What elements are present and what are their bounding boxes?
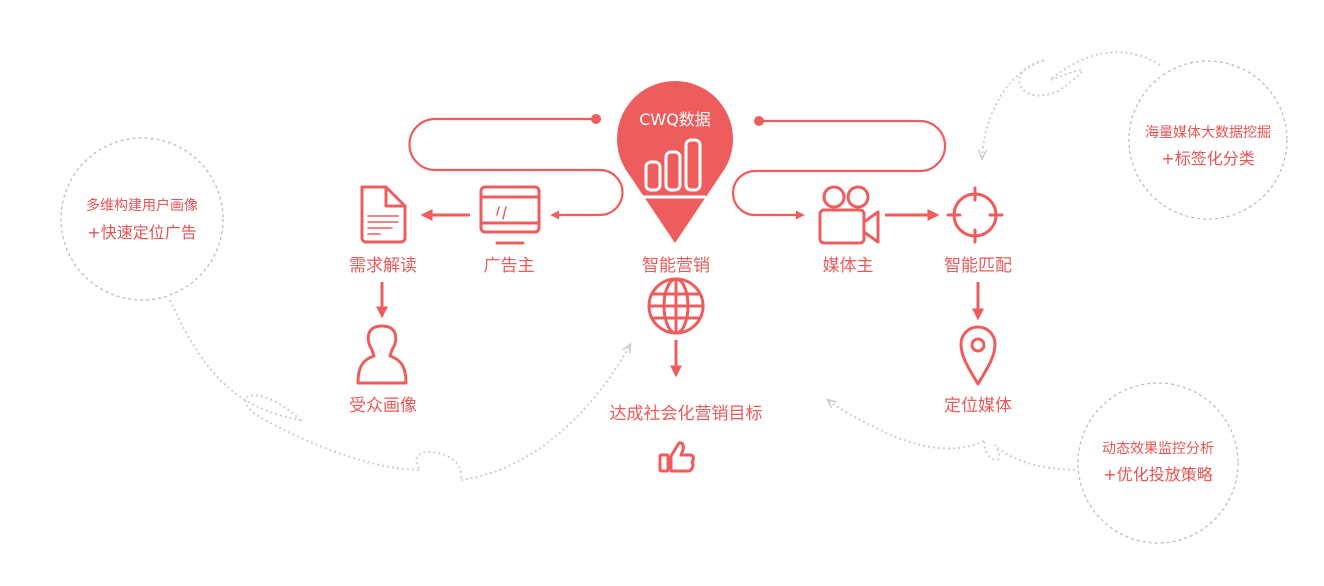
bubble-top-right-line2: +标签化分类 xyxy=(1161,149,1255,168)
monitor-icon xyxy=(479,185,541,245)
location-pin-icon xyxy=(959,325,997,386)
thumbs-up-icon xyxy=(658,441,695,473)
dotted-connectors xyxy=(169,51,1161,482)
label-goal: 达成社会化营销目标 xyxy=(609,404,763,424)
left-track xyxy=(408,114,624,220)
bubble-top-right-line1: 海量媒体大数据挖掘 xyxy=(1145,125,1271,141)
document-icon xyxy=(360,185,407,244)
bubble-left xyxy=(60,137,224,301)
bubble-bottom-right-line1: 动态效果监控分析 xyxy=(1102,441,1214,457)
person-icon xyxy=(356,324,408,385)
bubble-top-right xyxy=(1128,60,1288,220)
label-media-owner: 媒体主 xyxy=(822,256,874,276)
bubble-left-line1: 多维构建用户画像 xyxy=(86,198,198,214)
pin-title: CWQ数据 xyxy=(639,110,711,129)
bubble-left-line2: +快速定位广告 xyxy=(87,223,197,242)
label-advertiser: 广告主 xyxy=(483,256,535,276)
bubble-bottom-right-line2: +优化投放策略 xyxy=(1103,465,1213,484)
video-camera-icon xyxy=(818,185,880,245)
label-demand: 需求解读 xyxy=(349,256,417,276)
bubble-bottom-right xyxy=(1077,382,1239,544)
right-track xyxy=(731,116,947,220)
globe-icon xyxy=(647,277,705,335)
data-pin-icon xyxy=(617,80,733,244)
label-smart-marketing: 智能营销 xyxy=(642,256,710,276)
label-matching: 智能匹配 xyxy=(944,256,1012,276)
label-audience: 受众画像 xyxy=(349,396,417,416)
label-positioning: 定位媒体 xyxy=(944,396,1012,416)
crosshair-icon xyxy=(946,186,1004,244)
